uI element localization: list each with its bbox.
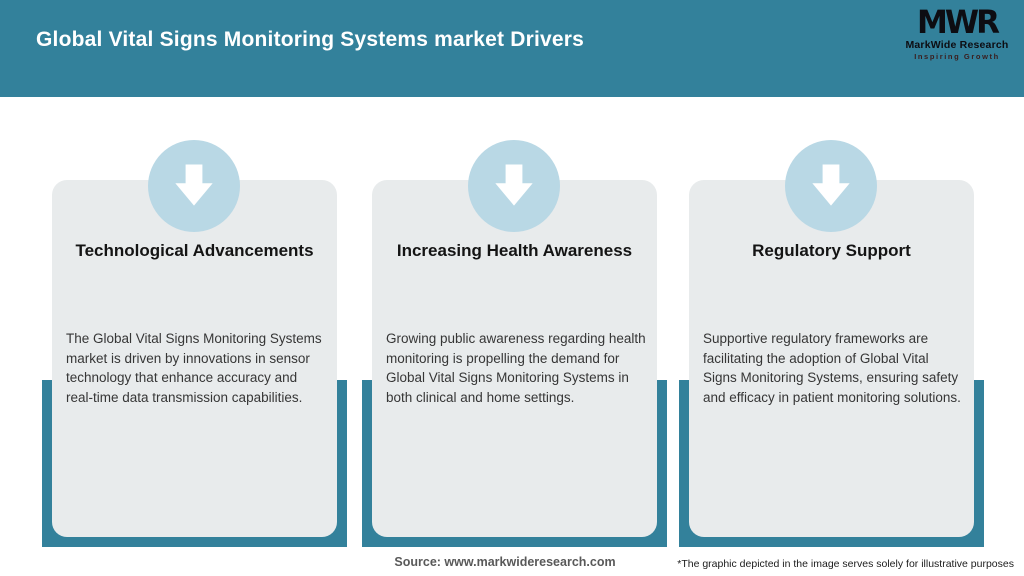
down-arrow-glyph	[175, 164, 213, 206]
card-title: Technological Advancements	[75, 241, 314, 260]
down-arrow-glyph	[495, 164, 533, 206]
logo-company-name: MarkWide Research	[905, 39, 1009, 51]
card-title: Increasing Health Awareness	[396, 241, 633, 260]
driver-card-regulatory-support: Regulatory Support Supportive regulatory…	[689, 180, 974, 537]
source-line: Source: www.markwideresearch.com	[394, 555, 616, 569]
down-arrow-icon	[148, 140, 240, 232]
driver-card-increasing-health-awareness: Increasing Health Awareness Growing publ…	[372, 180, 657, 537]
markwide-logo: MWR MarkWide Research Inspiring Growth	[902, 4, 1012, 61]
card-body-text: The Global Vital Signs Monitoring System…	[66, 331, 322, 405]
header-bar: Global Vital Signs Monitoring Systems ma…	[0, 0, 1024, 97]
logo-tagline: Inspiring Growth	[914, 52, 1000, 61]
down-arrow-glyph	[812, 164, 850, 206]
mwr-logo-icon: MWR	[917, 4, 1000, 42]
page-title: Global Vital Signs Monitoring Systems ma…	[36, 28, 585, 51]
card-body-text: Supportive regulatory frameworks are fac…	[703, 331, 961, 405]
card-title: Regulatory Support	[752, 241, 911, 260]
card-body-text: Growing public awareness regarding healt…	[386, 331, 646, 405]
down-arrow-icon	[468, 140, 560, 232]
disclaimer-note: *The graphic depicted in the image serve…	[677, 558, 1014, 570]
driver-card-technological-advancements: Technological Advancements The Global Vi…	[52, 180, 337, 537]
down-arrow-icon	[785, 140, 877, 232]
